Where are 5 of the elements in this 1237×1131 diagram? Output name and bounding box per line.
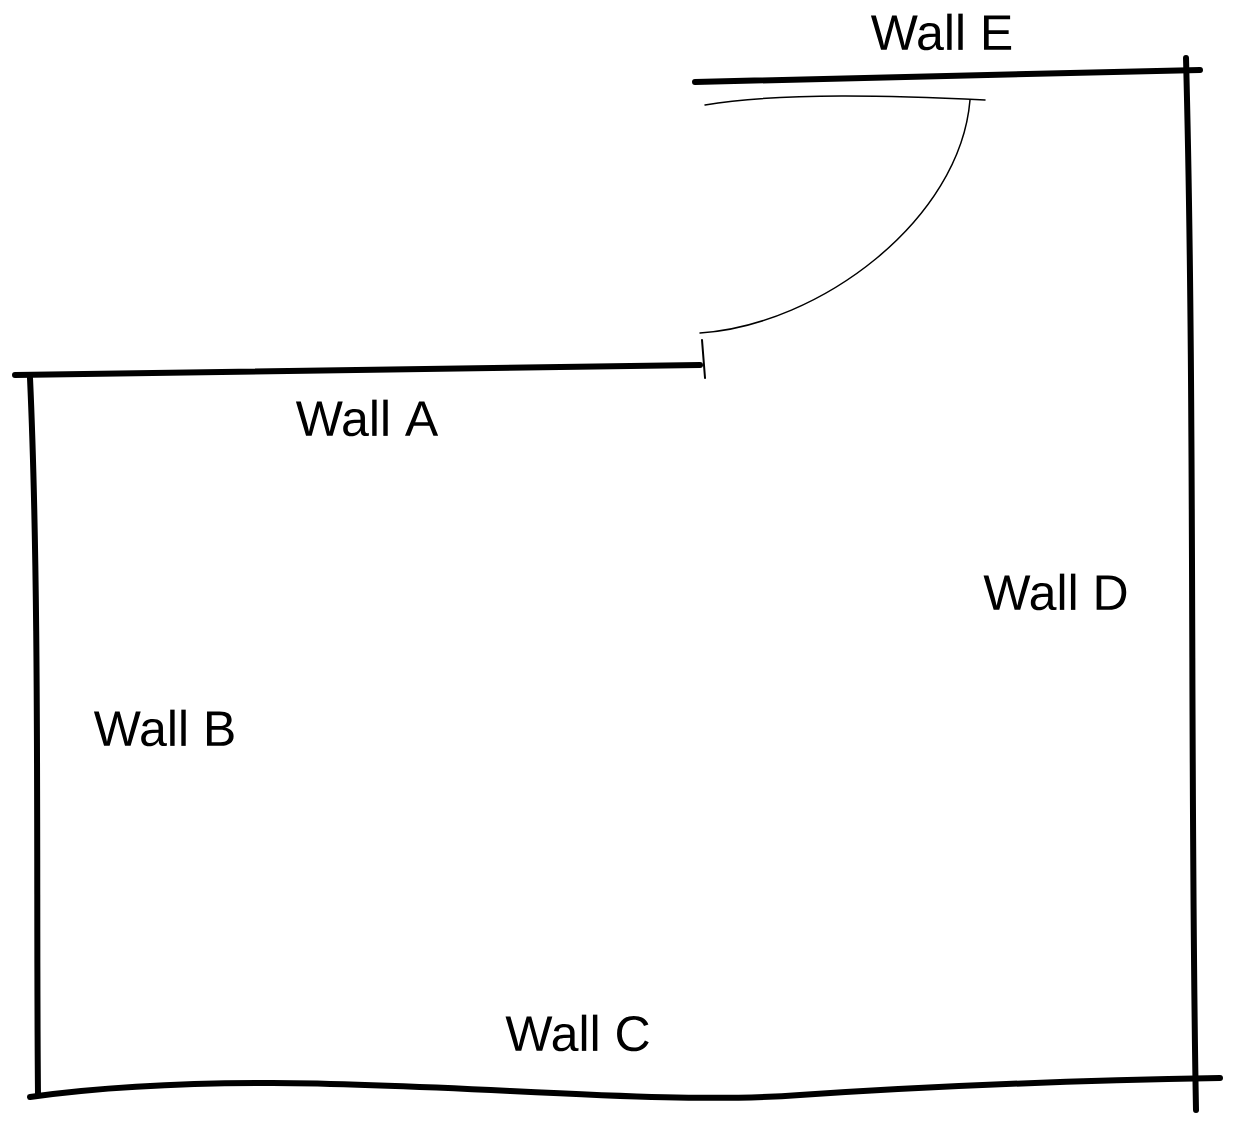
wall-label: Wall B xyxy=(93,709,234,747)
wall-label: Wall D xyxy=(983,573,1127,611)
wall-label: Wall E xyxy=(870,13,1012,51)
wall-label: Wall C xyxy=(505,1014,649,1052)
wall-label: Wall A xyxy=(295,399,439,437)
